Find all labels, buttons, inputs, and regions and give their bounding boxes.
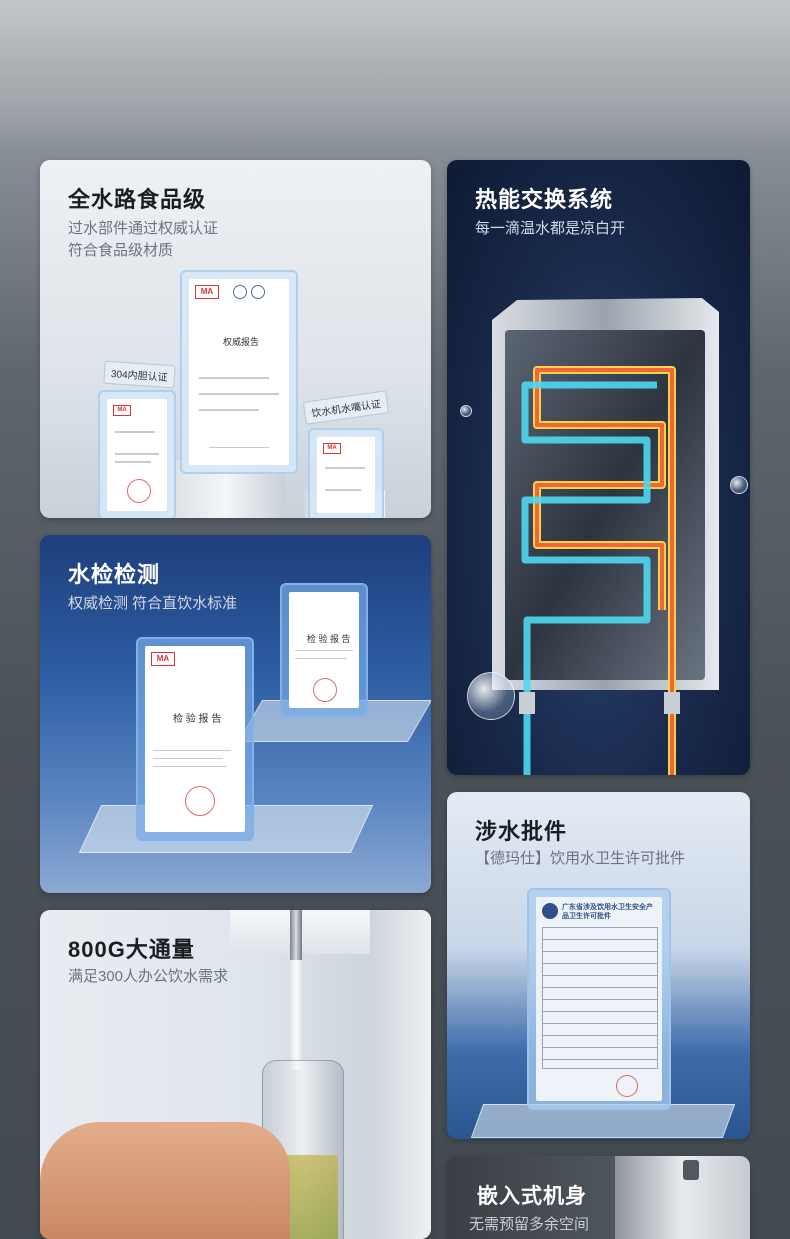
- red-stamp: [313, 678, 337, 702]
- permit-header: 广东省涉及饮用水卫生安全产品卫生许可批件: [562, 904, 653, 920]
- heat-exchange-subtitle: 每一滴温水都是凉白开: [475, 220, 626, 237]
- ma-logo: MA: [323, 443, 341, 454]
- cert-back-title: 检 验 报 告: [307, 634, 351, 644]
- water-bubble-small: [730, 476, 748, 494]
- health-permit-cert: 广东省涉及饮用水卫生安全产品卫生许可批件: [527, 888, 671, 1110]
- ma-logo: MA: [113, 405, 131, 416]
- red-stamp: [616, 1075, 638, 1097]
- water-test-panel: 水检检测 权威检测 符合直饮水标准 检 验 报 告 MA 检 验 报 告: [40, 535, 431, 893]
- cold-water-pipe: [521, 381, 657, 775]
- tag-304-liner: 304内胆认证: [103, 360, 176, 389]
- tag-faucet: 饮水机水嘴认证: [302, 390, 390, 425]
- embedded-panel: 嵌入式机身 无需预留多余空间: [447, 1156, 750, 1239]
- permit-table: [542, 927, 658, 1069]
- cnas-logo: [233, 285, 247, 299]
- ma-logo: MA: [195, 285, 219, 299]
- food-grade-panel: 全水路食品级 过水部件通过权威认证 符合食品级材质 304内胆认证 MA MA …: [40, 160, 431, 518]
- hand: [40, 1122, 290, 1239]
- exchanger-interior: [505, 330, 705, 680]
- ma-logo: MA: [151, 652, 175, 666]
- cert-back: 检 验 报 告: [280, 583, 368, 717]
- faucet-nozzle: [290, 910, 302, 960]
- cert-front-title: 检 验 报 告: [173, 714, 222, 725]
- flow-subtitle: 满足300人办公饮水需求: [68, 968, 229, 985]
- dispenser-side: [370, 910, 431, 1239]
- permit-emblem-icon: [542, 903, 558, 919]
- food-grade-subtitle-2: 符合食品级材质: [68, 242, 174, 259]
- heat-exchange-panel: 热能交换系统 每一滴温水都是凉白开: [447, 160, 750, 775]
- approval-title: 涉水批件: [475, 819, 568, 844]
- cert-right: MA: [308, 428, 384, 518]
- flow-title: 800G大通量: [68, 937, 195, 962]
- embedded-subtitle: 无需预留多余空间: [469, 1216, 590, 1233]
- water-stream: [291, 960, 301, 1070]
- water-bubble: [467, 672, 515, 720]
- heat-exchanger-illustration: [492, 298, 719, 775]
- heat-exchange-title: 热能交换系统: [475, 187, 614, 212]
- food-grade-subtitle-1: 过水部件通过权威认证: [68, 220, 219, 237]
- approval-subtitle: 【德玛仕】饮用水卫生许可批件: [475, 850, 686, 867]
- water-bubble-small: [460, 405, 472, 417]
- hot-outlet-fitting: [664, 692, 680, 714]
- water-test-title: 水检检测: [68, 562, 161, 587]
- red-stamp: [185, 786, 215, 816]
- red-stamp: [127, 479, 151, 503]
- cert-front: MA 检 验 报 告: [136, 637, 254, 841]
- ilac-logo: [251, 285, 265, 299]
- embedded-title: 嵌入式机身: [477, 1185, 587, 1208]
- cert-left: MA: [98, 390, 176, 518]
- cabinet-unit: [615, 1156, 750, 1239]
- main-cert-title: 权威报告: [223, 337, 260, 347]
- approval-panel: 涉水批件 【德玛仕】饮用水卫生许可批件 广东省涉及饮用水卫生安全产品卫生许可批件: [447, 792, 750, 1139]
- cold-inlet-fitting: [519, 692, 535, 714]
- food-grade-title: 全水路食品级: [68, 187, 207, 212]
- flow-panel: 800G大通量 满足300人办公饮水需求: [40, 910, 431, 1239]
- water-test-subtitle: 权威检测 符合直饮水标准: [68, 595, 238, 612]
- cert-center: MA 权威报告: [180, 270, 298, 474]
- faucet-nozzle: [683, 1160, 699, 1180]
- ceiling-background: [0, 0, 790, 150]
